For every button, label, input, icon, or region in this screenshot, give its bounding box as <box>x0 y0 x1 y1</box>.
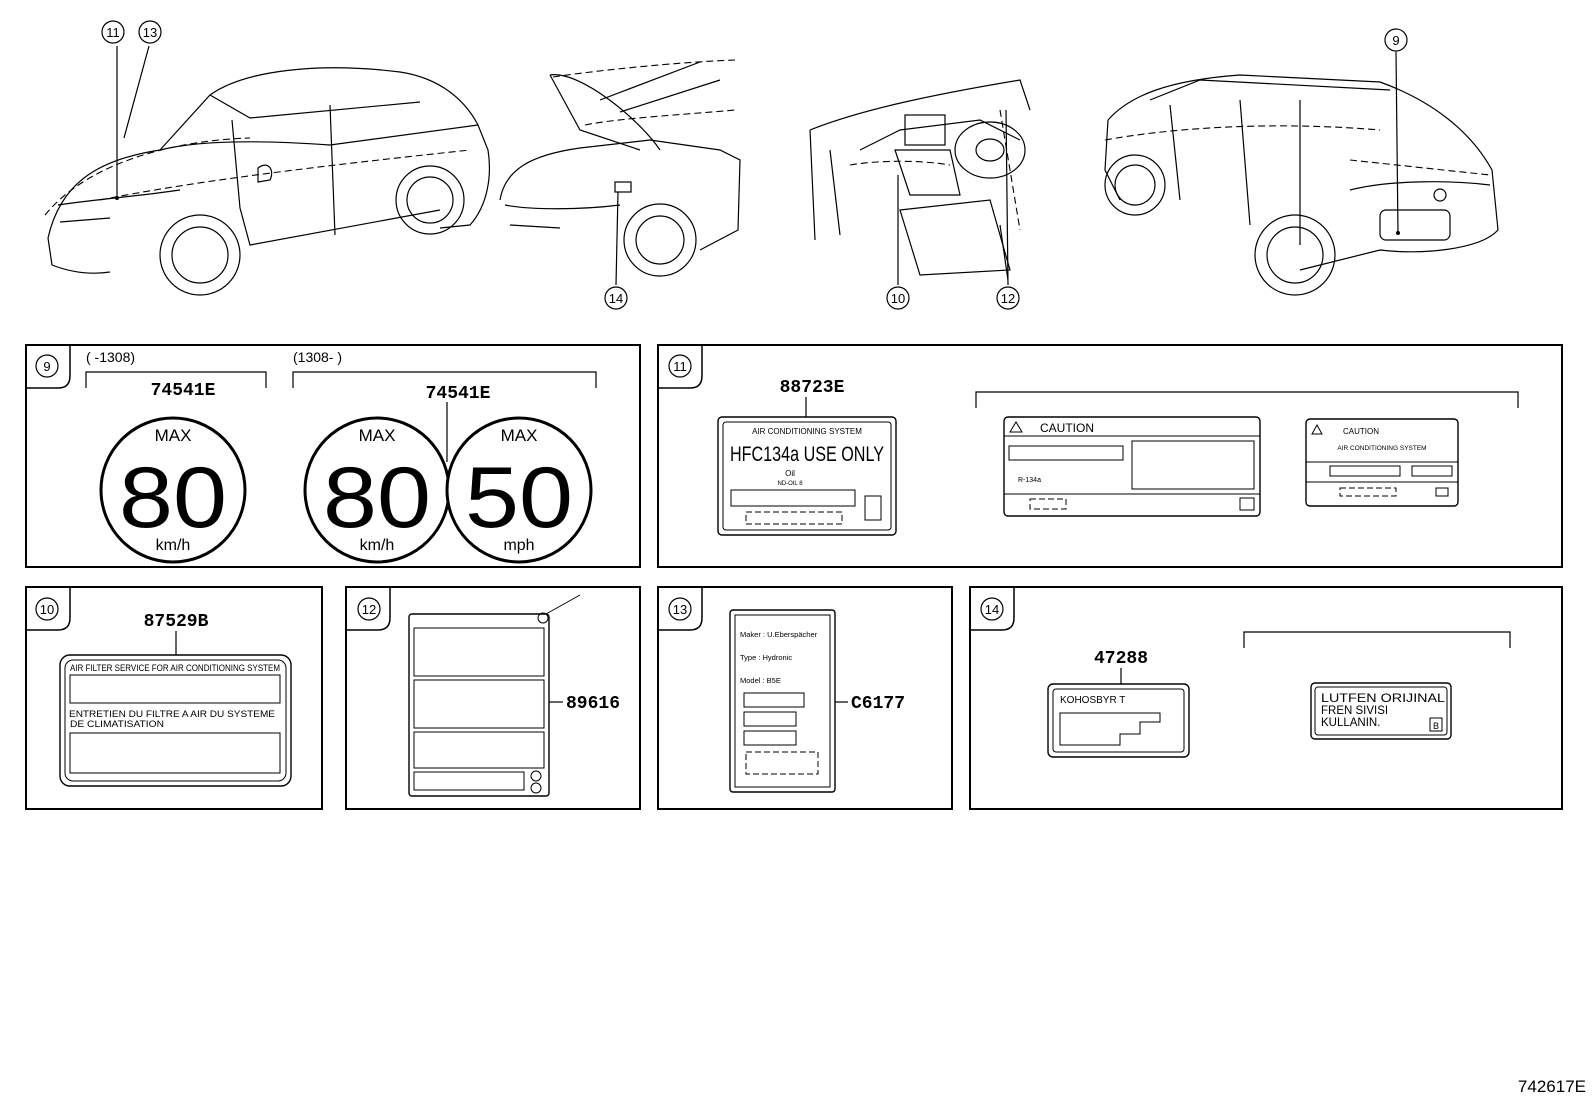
speed-sign-80-kmh-right: MAX 80 km/h <box>303 416 451 564</box>
part-number-87529b: 87529B <box>144 612 209 632</box>
leader-13 <box>123 45 150 139</box>
panel-12-badge: 12 <box>362 602 376 617</box>
svg-text:CAUTION: CAUTION <box>1040 421 1094 435</box>
svg-text:Oil: Oil <box>785 469 795 478</box>
part-number-88723e: 88723E <box>780 378 845 398</box>
part-number-47288: 47288 <box>1094 649 1148 669</box>
caution-label-small: CAUTION AIR CONDITIONING SYSTEM <box>1305 418 1459 507</box>
instruction-label-89616 <box>408 594 581 797</box>
leader-9 <box>1395 51 1399 234</box>
air-filter-service-label: AIR FILTER SERVICE FOR AIR CONDITIONING … <box>59 654 292 787</box>
panel-13-badge: 13 <box>673 602 687 617</box>
callout-10: 10 <box>886 286 910 310</box>
svg-text:CAUTION: CAUTION <box>1343 427 1379 436</box>
panel-11-badge: 11 <box>673 359 687 374</box>
svg-text:9: 9 <box>1392 33 1399 48</box>
svg-text:Maker : U.Eberspächer: Maker : U.Eberspächer <box>740 630 818 639</box>
leader-12 <box>1005 109 1009 286</box>
part-number-74541e-left: 74541E <box>151 381 216 401</box>
svg-text:LUTFEN ORIJINAL: LUTFEN ORIJINAL <box>1321 693 1446 705</box>
callout-9: 9 <box>1384 28 1408 52</box>
svg-text:AIR CONDITIONING SYSTEM: AIR CONDITIONING SYSTEM <box>1337 445 1426 452</box>
svg-text:10: 10 <box>891 291 905 306</box>
svg-text:80: 80 <box>119 450 227 546</box>
caution-label-large: CAUTION R-134a <box>1003 416 1261 517</box>
leader-14 <box>615 191 619 286</box>
callout-11: 11 <box>101 20 125 44</box>
svg-text:MAX: MAX <box>359 426 396 445</box>
part-number-74541e-right: 74541E <box>426 384 491 404</box>
svg-text:FREN SIVISI: FREN SIVISI <box>1321 705 1388 717</box>
part-number-c6177: C6177 <box>851 694 905 714</box>
svg-text:80: 80 <box>323 450 431 546</box>
svg-text:mph: mph <box>503 537 534 554</box>
car-rear-view <box>1104 74 1499 296</box>
svg-text:11: 11 <box>106 25 120 40</box>
svg-text:ND-OIL 8: ND-OIL 8 <box>777 481 803 487</box>
svg-text:KULLANIN.: KULLANIN. <box>1321 717 1380 729</box>
callout-14: 14 <box>604 286 628 310</box>
callout-13: 13 <box>138 20 162 44</box>
panel-9: 9 ( -1308) (1308- ) 74541E 74541E MAX 80… <box>25 344 641 568</box>
panel-11: 11 88723E AIR CONDITIONING SYSTEM HFC134… <box>657 344 1563 568</box>
svg-text:13: 13 <box>143 25 157 40</box>
svg-text:km/h: km/h <box>156 537 191 554</box>
svg-text:ENTRETIEN DU FILTRE A AIR DU S: ENTRETIEN DU FILTRE A AIR DU SYSTEME <box>69 709 275 719</box>
svg-text:12: 12 <box>1001 291 1015 306</box>
interior-view <box>809 79 1031 281</box>
svg-text:R-134a: R-134a <box>1018 477 1041 484</box>
panel-14: 14 47288 KOHOSBYR T LUTFEN ORIJINAL FREN… <box>969 586 1563 810</box>
svg-text:AIR CONDITIONING SYSTEM: AIR CONDITIONING SYSTEM <box>752 427 862 436</box>
panel-14-badge: 14 <box>985 602 999 617</box>
panel-10: 10 87529B AIR FILTER SERVICE FOR AIR CON… <box>25 586 323 810</box>
panel-9-badge: 9 <box>43 359 50 374</box>
range-right: (1308- ) <box>293 349 342 365</box>
heater-label-c6177: Maker : U.Eberspächer Type : Hydronic Mo… <box>729 609 836 793</box>
panel-12: 12 89616 <box>345 586 641 810</box>
svg-text:Type : Hydronic: Type : Hydronic <box>740 653 792 662</box>
svg-text:km/h: km/h <box>360 537 395 554</box>
range-left: ( -1308) <box>86 349 135 365</box>
ac-label-hfc134a: AIR CONDITIONING SYSTEM HFC134a USE ONLY… <box>717 416 897 536</box>
svg-text:MAX: MAX <box>501 426 538 445</box>
panel-13: 13 Maker : U.Eberspächer Type : Hydronic… <box>657 586 953 810</box>
svg-text:50: 50 <box>465 450 573 546</box>
part-number-89616: 89616 <box>566 694 620 714</box>
svg-text:KOHOSBYR T: KOHOSBYR T <box>1060 695 1125 706</box>
svg-text:DE CLIMATISATION: DE CLIMATISATION <box>70 719 164 729</box>
svg-text:Model : B5E: Model : B5E <box>740 676 781 685</box>
svg-text:MAX: MAX <box>155 426 192 445</box>
brake-fluid-label-left: KOHOSBYR T <box>1047 683 1190 758</box>
figure-id: 742617E <box>1518 1077 1586 1096</box>
callout-12: 12 <box>996 286 1020 310</box>
brake-fluid-label-right: LUTFEN ORIJINAL FREN SIVISI KULLANIN. B <box>1310 682 1452 740</box>
panel-10-badge: 10 <box>40 602 54 617</box>
car-front-view <box>44 67 490 296</box>
svg-text:HFC134a USE ONLY: HFC134a USE ONLY <box>730 443 884 466</box>
car-hood-open-view <box>499 59 741 277</box>
svg-text:B: B <box>1433 721 1439 731</box>
svg-text:14: 14 <box>609 291 623 306</box>
svg-text:AIR FILTER SERVICE FOR AIR CON: AIR FILTER SERVICE FOR AIR CONDITIONING … <box>70 663 280 673</box>
speed-sign-50-mph: MAX 50 mph <box>445 416 593 564</box>
speed-sign-80-kmh-left: MAX 80 km/h <box>99 416 247 564</box>
